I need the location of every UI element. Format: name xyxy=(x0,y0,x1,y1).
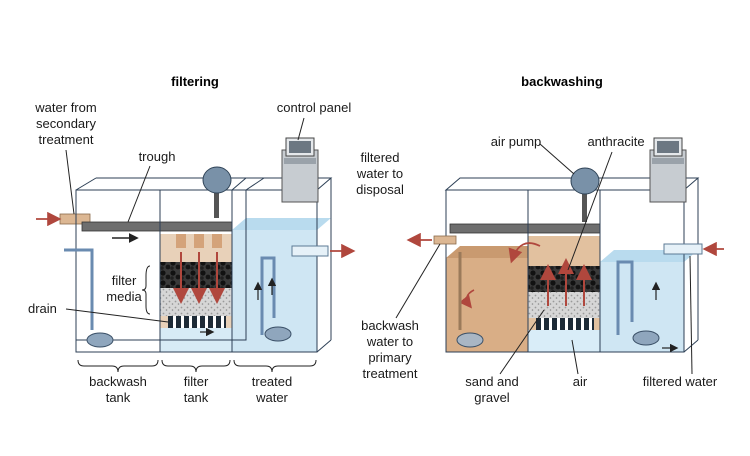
treated-water-surface xyxy=(232,218,331,230)
title-filtering: filtering xyxy=(171,74,219,89)
label-anthracite: anthracite xyxy=(587,134,644,149)
label-air-pump: air pump xyxy=(491,134,542,149)
pump-right-backwash xyxy=(456,332,484,348)
label-treated-water: treated xyxy=(252,374,292,389)
sand-layer-left xyxy=(160,288,232,316)
label-filtered-disposal-3: disposal xyxy=(356,182,404,197)
pump-left-backwash xyxy=(86,332,114,348)
label-filter-media-2: media xyxy=(106,289,142,304)
trough-right xyxy=(449,223,601,234)
label-filtered-water: filtered water xyxy=(643,374,718,389)
underdrain-grate-right xyxy=(536,318,594,330)
filtering-diagram xyxy=(36,137,356,353)
title-backwashing: backwashing xyxy=(521,74,603,89)
air-chamber xyxy=(528,330,600,352)
label-sand-gravel: sand and xyxy=(465,374,519,389)
anthracite-layer-right xyxy=(528,266,600,292)
label-filter-tank-2: tank xyxy=(184,390,209,405)
label-treated-water-2: water xyxy=(255,390,288,405)
trough xyxy=(81,221,233,232)
outlet-pipe-left xyxy=(291,245,329,257)
anthracite-layer-left xyxy=(160,262,232,288)
label-backwash-primary-2: water to xyxy=(366,334,413,349)
label-filter-media: filter xyxy=(112,273,137,288)
sand-layer-right xyxy=(528,292,600,318)
label-water-from-3: treatment xyxy=(39,132,94,147)
label-drain: drain xyxy=(28,301,57,316)
pump-left-treated xyxy=(264,326,292,342)
label-backwash-primary: backwash xyxy=(361,318,419,333)
label-filtered-disposal-2: water to xyxy=(356,166,403,181)
air-pump-dome-right xyxy=(570,167,600,195)
label-control-panel: control panel xyxy=(277,100,352,115)
label-water-from-2: secondary xyxy=(36,116,96,131)
label-filter-tank: filter xyxy=(184,374,209,389)
label-trough: trough xyxy=(139,149,176,164)
control-panel-right xyxy=(649,137,687,203)
control-panel-left xyxy=(281,137,319,203)
label-air: air xyxy=(573,374,588,389)
label-water-from: water from xyxy=(34,100,96,115)
inlet-pipe-right xyxy=(663,243,703,255)
label-backwash-tank: backwash xyxy=(89,374,147,389)
label-filtered-disposal: filtered xyxy=(360,150,399,165)
underdrain-grate-left xyxy=(168,316,226,328)
label-sand-gravel-2: gravel xyxy=(474,390,510,405)
pump-right-filtered xyxy=(632,330,660,346)
label-backwash-primary-3: primary xyxy=(368,350,412,365)
backwashing-diagram xyxy=(406,137,724,353)
label-backwash-primary-4: treatment xyxy=(363,366,418,381)
filtering-labels: water from secondary treatment trough co… xyxy=(28,100,404,405)
backwashing-labels: air pump anthracite backwash water to pr… xyxy=(361,134,718,405)
air-pump-dome-left xyxy=(202,166,232,194)
label-backwash-tank-2: tank xyxy=(106,390,131,405)
